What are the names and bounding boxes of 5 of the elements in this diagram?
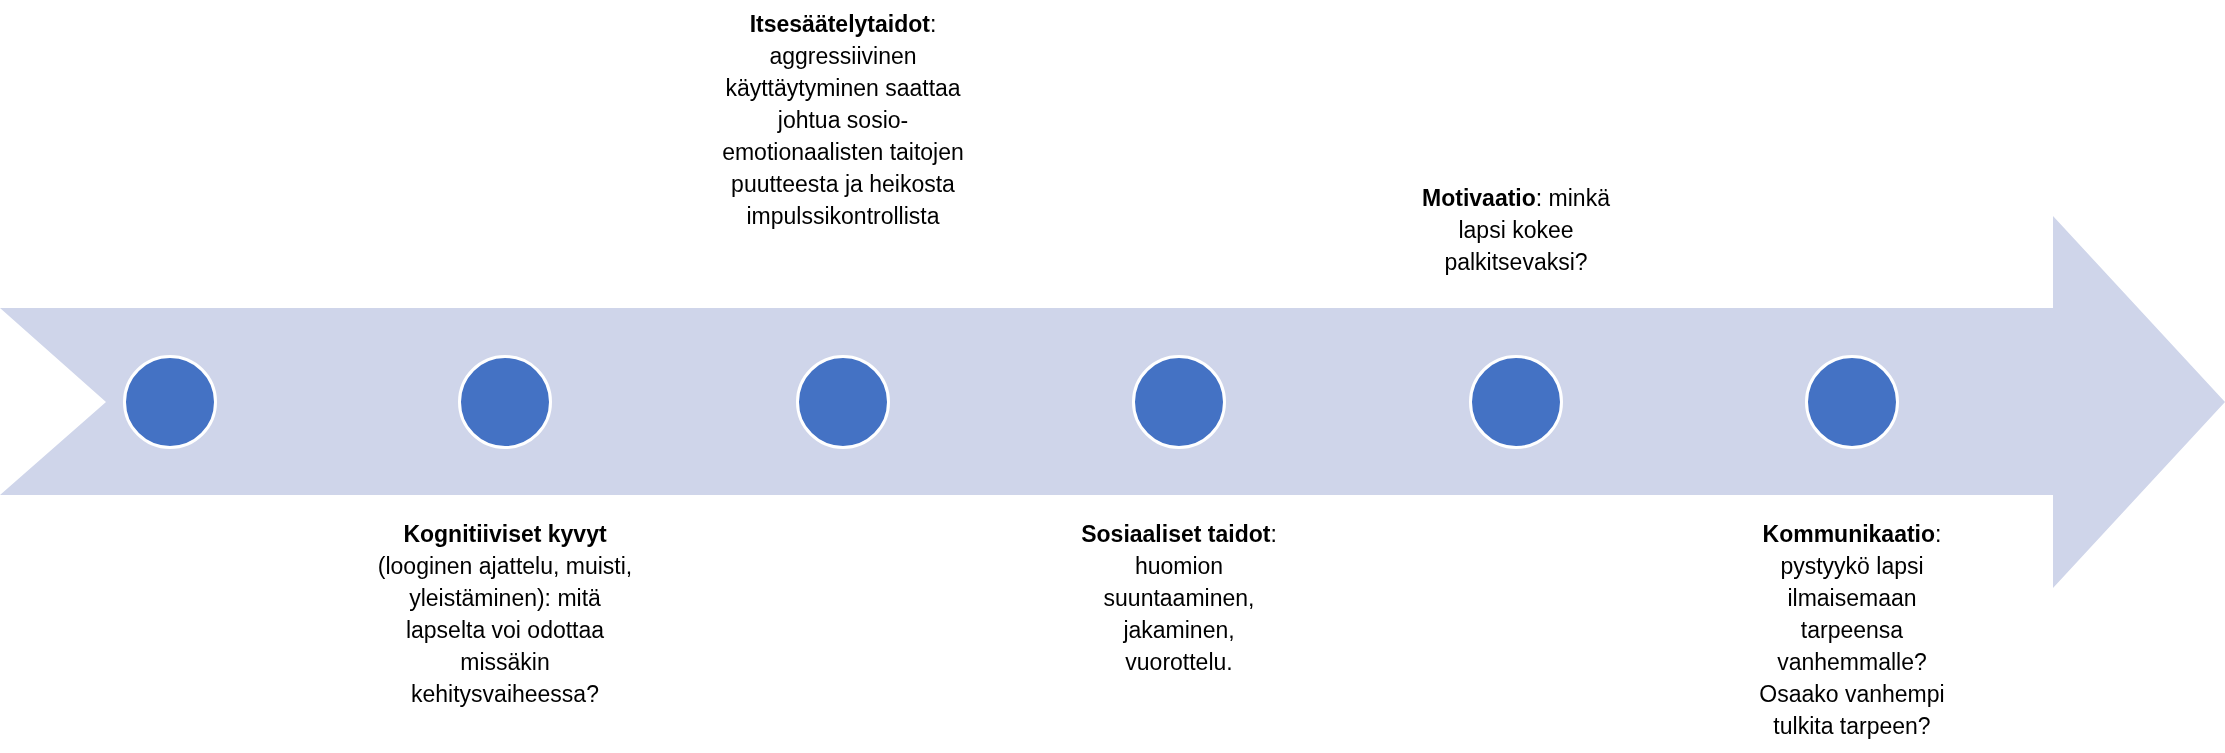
description-text: Itsesäätelytaidot: aggressiivinen käyttäytyminen saattaa johtua sosio-emotionaalisten taitojen puutteesta ja heikosta impulssikontrollista <box>721 10 965 231</box>
description-text: Kommunikaatio: pystyykö lapsi ilmaisemaan tarpeensa vanhemmalle? Osaako vanhempi tulkita tarpeen? <box>1758 520 1946 741</box>
description-text: Motivaatio: minkä lapsi kokee palkitsevaksi? <box>1421 184 1611 277</box>
description-text: Sosiaaliset taidot: huomion suuntaaminen, jakaminen, vuorottelu. <box>1080 520 1278 677</box>
description-text: Kognitiiviset kyvyt (looginen ajattelu, muisti, yleistäminen): mitä lapselta voi odottaa missäkin kehitysvaiheessa? <box>376 520 634 709</box>
